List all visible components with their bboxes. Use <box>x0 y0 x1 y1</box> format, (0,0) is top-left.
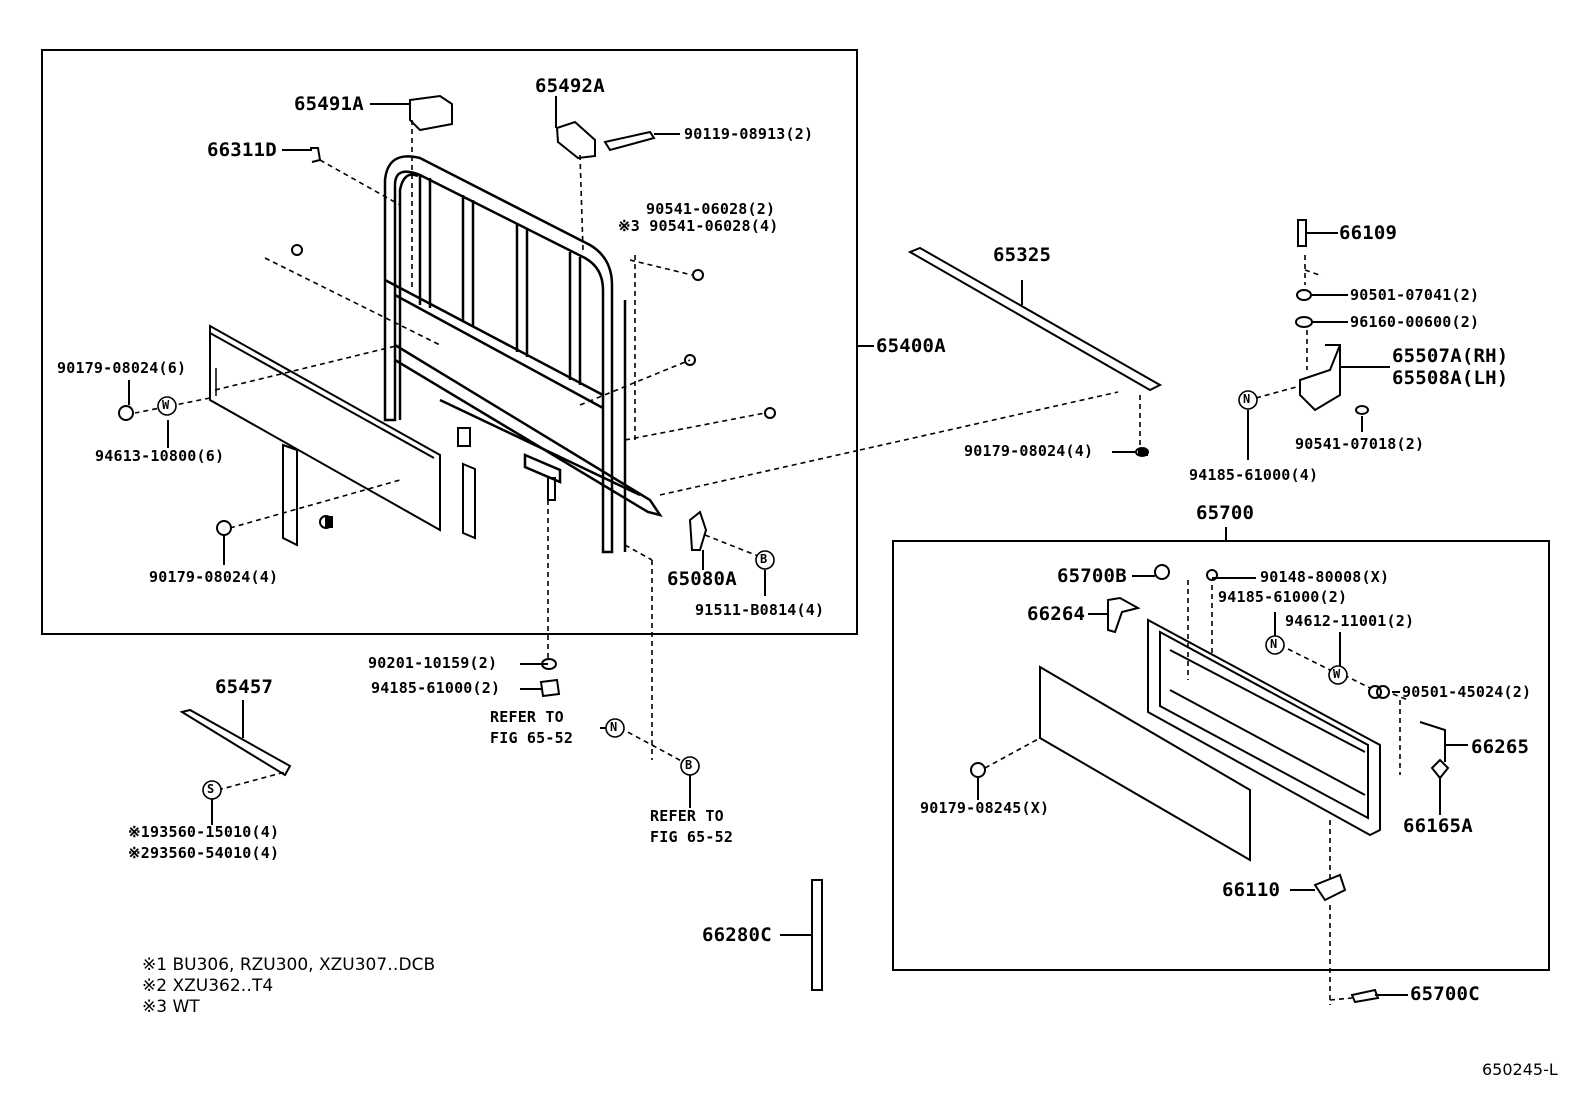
part-label-90119-08913[interactable]: 90119-08913(2) <box>684 125 814 143</box>
part-label-66165A[interactable]: 66165A <box>1403 815 1473 837</box>
refer-label-1-line1[interactable]: REFER TO <box>490 708 564 726</box>
lock-rod-66280C <box>811 879 823 991</box>
part-label-66280C[interactable]: 66280C <box>702 924 772 946</box>
part-label-90179-08245[interactable]: 90179-08245(X) <box>920 799 1050 817</box>
footnote-3: ※3 WT <box>142 997 200 1017</box>
part-label-193560-15010[interactable]: ※193560-15010(4) <box>128 823 280 841</box>
headboard-group-frame <box>41 49 858 635</box>
headboard-guard <box>383 155 663 554</box>
refer-label-1-line2[interactable]: FIG 65-52 <box>490 729 574 747</box>
part-label-65325[interactable]: 65325 <box>993 244 1052 266</box>
part-label-90148-80008[interactable]: 90148-80008(X) <box>1260 568 1390 586</box>
part-label-94185-61000-4[interactable]: 94185-61000(4) <box>1189 466 1319 484</box>
part-label-96160-00600[interactable]: 96160-00600(2) <box>1350 313 1480 331</box>
nut-symbol: N <box>1243 392 1251 406</box>
ref-b-symbol: B <box>760 552 768 566</box>
washer-symbol-2: W <box>1333 667 1341 681</box>
part-label-90501-07041[interactable]: 90501-07041(2) <box>1350 286 1480 304</box>
part-label-91511-B0814[interactable]: 91511-B0814(4) <box>695 601 825 619</box>
part-label-66264[interactable]: 66264 <box>1027 603 1086 625</box>
part-label-90501-45024[interactable]: 90501-45024(2) <box>1402 683 1532 701</box>
tailgate-group-frame <box>892 540 1550 971</box>
part-label-90179-08024-6[interactable]: 90179-08024(6) <box>57 359 187 377</box>
part-label-293560-54010[interactable]: ※293560-54010(4) <box>128 844 280 862</box>
tailgate-panel <box>1039 665 1251 862</box>
refer-label-2-line2[interactable]: FIG 65-52 <box>650 828 734 846</box>
part-label-94185-61000-2b[interactable]: 94185-61000(2) <box>1218 588 1348 606</box>
part-label-66109[interactable]: 66109 <box>1339 222 1398 244</box>
part-label-65491A[interactable]: 65491A <box>294 93 364 115</box>
headboard-panel <box>209 324 441 532</box>
part-label-65457[interactable]: 65457 <box>215 676 274 698</box>
nut-symbol-2: N <box>1270 637 1278 651</box>
part-label-90179-08024-4a[interactable]: 90179-08024(4) <box>149 568 279 586</box>
part-label-65700[interactable]: 65700 <box>1196 502 1255 524</box>
ref-n-symbol: N <box>610 720 618 734</box>
part-label-90541-06028-b[interactable]: ※3 90541-06028(4) <box>618 217 779 235</box>
washer-symbol: W <box>162 398 170 412</box>
part-label-65400A[interactable]: 65400A <box>876 335 946 357</box>
part-label-65507A[interactable]: 65507A(RH) <box>1392 345 1509 367</box>
part-label-66110[interactable]: 66110 <box>1222 879 1281 901</box>
sill-65325 <box>907 246 1163 392</box>
refer-label-2-line1[interactable]: REFER TO <box>650 807 724 825</box>
tailgate-frame-65700 <box>1147 618 1381 837</box>
part-label-94612-11001[interactable]: 94612-11001(2) <box>1285 612 1415 630</box>
side-stay-65457 <box>179 708 292 777</box>
diagram-code: 650245-L <box>1482 1060 1558 1079</box>
footnote-2: ※2 XZU362‥T4 <box>142 976 274 996</box>
part-label-65700C[interactable]: 65700C <box>1410 983 1480 1005</box>
part-label-94185-61000-2a[interactable]: 94185-61000(2) <box>371 679 501 697</box>
part-label-94613-10800[interactable]: 94613-10800(6) <box>95 447 225 465</box>
part-label-66311D[interactable]: 66311D <box>207 139 277 161</box>
part-label-66265[interactable]: 66265 <box>1471 736 1530 758</box>
ref-b-symbol-2: B <box>685 758 693 772</box>
footnote-1: ※1 BU306, RZU300, XZU307‥DCB <box>142 955 436 975</box>
part-label-90179-08024-4b[interactable]: 90179-08024(4) <box>964 442 1094 460</box>
part-label-90541-06028-a[interactable]: 90541-06028(2) <box>646 200 776 218</box>
part-label-65700B[interactable]: 65700B <box>1057 565 1127 587</box>
part-label-65492A[interactable]: 65492A <box>535 75 605 97</box>
part-label-90201-10159[interactable]: 90201-10159(2) <box>368 654 498 672</box>
part-label-90541-07018[interactable]: 90541-07018(2) <box>1295 435 1425 453</box>
part-label-65508A[interactable]: 65508A(LH) <box>1392 367 1509 389</box>
screw-symbol: S <box>207 782 215 796</box>
part-label-65080A[interactable]: 65080A <box>667 568 737 590</box>
